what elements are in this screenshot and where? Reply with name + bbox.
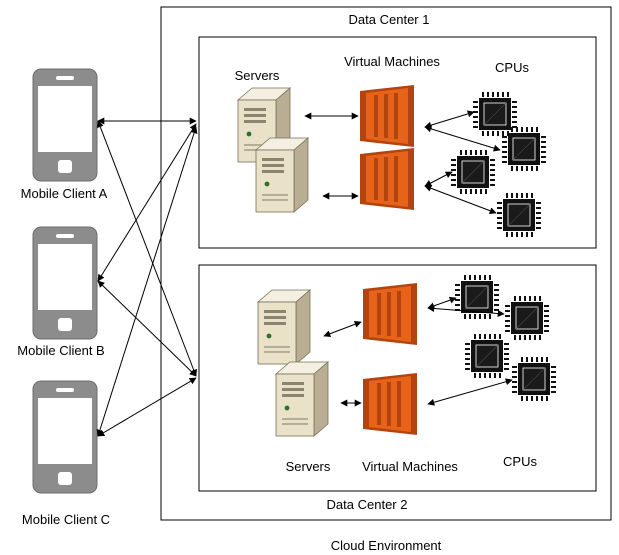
mobile-client-a: Mobile Client A: [21, 68, 108, 201]
data-center-1-cpu-label: CPUs: [495, 60, 529, 75]
cloud-environment-label: Cloud Environment: [331, 538, 442, 553]
data-center-2-cpu-label: CPUs: [503, 454, 537, 469]
data-center-2: Data Center 2 Servers Virtual Machines C…: [198, 264, 597, 512]
server-icon: [275, 361, 329, 437]
server-icon: [255, 137, 309, 213]
data-center-1-servers-label: Servers: [235, 68, 280, 83]
mobile-phone-icon: [32, 380, 98, 494]
client-connection-arrow: [97, 377, 197, 437]
data-center-2-vm-label: Virtual Machines: [362, 459, 458, 474]
cpu-chip-icon: [472, 91, 518, 137]
client-connection-arrow: [97, 280, 197, 377]
virtual-machine-icon: [360, 148, 414, 210]
data-center-1: Data Center 1 Servers Virtual Machines C…: [198, 12, 597, 249]
connector-arrow: [424, 184, 497, 215]
mobile-client-a-label: Mobile Client A: [21, 186, 108, 201]
mobile-client-c: Mobile Client C: [22, 380, 110, 527]
mobile-phone-icon: [32, 226, 98, 340]
connector-arrow: [424, 110, 475, 129]
cpu-chip-icon: [504, 295, 550, 341]
virtual-machine-icon: [363, 283, 417, 345]
data-center-2-servers-label: Servers: [286, 459, 331, 474]
mobile-phone-icon: [32, 68, 98, 182]
mobile-client-c-label: Mobile Client C: [22, 512, 110, 527]
connector-arrow: [427, 378, 513, 406]
virtual-machine-icon: [363, 373, 417, 435]
client-connection-arrow: [97, 123, 197, 282]
mobile-client-b-label: Mobile Client B: [17, 343, 104, 358]
data-center-1-title: Data Center 1: [349, 12, 430, 27]
cpu-chip-icon: [464, 333, 510, 379]
virtual-machine-icon: [360, 85, 414, 147]
connector-arrow: [427, 305, 505, 317]
mobile-client-b: Mobile Client B: [17, 226, 105, 358]
client-connection-arrow: [96, 126, 198, 437]
client-connection-arrow: [96, 120, 198, 377]
cpu-chip-icon: [496, 192, 542, 238]
cpu-chip-icon: [454, 274, 500, 320]
connector-arrow: [424, 125, 501, 152]
cpu-chip-icon: [501, 126, 547, 172]
data-center-1-box: [198, 36, 597, 249]
data-center-1-vm-label: Virtual Machines: [344, 54, 440, 69]
data-center-2-title: Data Center 2: [327, 497, 408, 512]
connector-arrow: [424, 171, 453, 187]
cpu-chip-icon: [450, 149, 496, 195]
connector-arrow: [323, 320, 362, 338]
cloud-environment-boundary: [160, 6, 612, 521]
cpu-chip-icon: [511, 356, 557, 402]
data-center-2-box: [198, 264, 597, 492]
server-icon: [257, 289, 311, 365]
connector-arrow: [427, 296, 457, 310]
